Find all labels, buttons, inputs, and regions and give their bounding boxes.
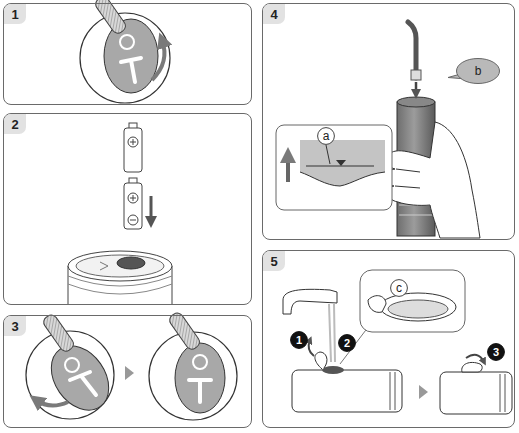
- callout-circle: c: [390, 279, 408, 297]
- lock-mark: [193, 355, 207, 369]
- step-badge: 3: [487, 343, 505, 361]
- step-disc: [339, 335, 356, 352]
- plus-sign: [130, 195, 136, 201]
- plus-mark: [128, 193, 138, 203]
- step-2-art: [68, 123, 172, 304]
- bubble-shape: [457, 59, 500, 84]
- lock-mark: [120, 35, 134, 49]
- callout-letter: a: [323, 130, 330, 142]
- fill-opening: [322, 366, 344, 374]
- minus-mark: [128, 215, 138, 225]
- turn-arrow: [36, 400, 68, 406]
- step-3-art: [26, 311, 237, 421]
- callout-disc: [391, 280, 408, 297]
- lock-mark: [65, 358, 79, 372]
- coin: [93, 0, 127, 35]
- max-line: [306, 166, 374, 167]
- step-number: 3: [493, 347, 499, 358]
- cap-grip: [70, 372, 96, 395]
- callout-circle: a: [317, 127, 335, 145]
- water-stream: [329, 304, 335, 362]
- inset-box: [276, 125, 392, 210]
- device-ridges: [390, 372, 395, 410]
- step-number: 1: [296, 335, 302, 346]
- device-lying: [292, 370, 402, 412]
- battery: [124, 128, 142, 172]
- panel-number: 2: [4, 114, 26, 134]
- panel-number: 3: [4, 316, 26, 336]
- coin-shape: [167, 311, 201, 352]
- battery: [124, 183, 142, 229]
- step-disc: [291, 332, 308, 349]
- step-badge: 2: [338, 334, 356, 352]
- body-top: [68, 251, 172, 281]
- step-badge: 1: [290, 331, 308, 349]
- lid-seal: [388, 300, 448, 318]
- water: [300, 140, 385, 186]
- fill-arrow: [286, 155, 290, 182]
- minus-sign: [130, 220, 136, 221]
- step-panel: 5 c 1 2 3: [262, 250, 515, 428]
- step-5-art: [283, 270, 512, 414]
- step-4-art: [276, 22, 480, 238]
- callout-letter: c: [396, 282, 402, 294]
- coin: [41, 313, 75, 354]
- leader-line: [326, 145, 330, 164]
- body-rim: [76, 255, 164, 277]
- step-1-art: [80, 0, 170, 103]
- next-arrow: [125, 366, 134, 380]
- callout-disc: [318, 128, 335, 145]
- lid-rim: [380, 293, 456, 321]
- battery-cap: [175, 343, 225, 413]
- next-arrow: [419, 385, 428, 399]
- step-disc: [488, 344, 505, 361]
- closing-lid: [462, 362, 482, 372]
- step-panel: 4 a b: [262, 3, 515, 240]
- hand: [385, 122, 480, 238]
- coin: [167, 311, 201, 352]
- attach-arrow: [415, 82, 418, 94]
- inset-box: [360, 270, 465, 332]
- cap-grip: [121, 58, 141, 82]
- tank-edge: [300, 172, 385, 186]
- level-marker: [336, 160, 346, 166]
- callout-bubble: b: [456, 58, 500, 84]
- device-bands: [399, 205, 433, 215]
- open-lid: [315, 352, 327, 369]
- callout-letter: b: [475, 65, 482, 77]
- device-top: [397, 97, 435, 107]
- cap-grip: [189, 380, 211, 402]
- step-number: 2: [344, 338, 350, 349]
- plus-sign: [130, 139, 136, 145]
- turn-arrow: [152, 40, 164, 80]
- step-panel: 2: [3, 113, 252, 305]
- polarity-mark: [100, 262, 108, 270]
- panel-number: 4: [263, 4, 285, 24]
- battery-hole: [117, 257, 145, 269]
- panel-number: 1: [4, 4, 26, 24]
- finger: [368, 296, 386, 313]
- open-arrow: [309, 340, 314, 356]
- coin-shape: [93, 0, 127, 35]
- finger-lines: [395, 169, 420, 188]
- device-ridges: [500, 374, 505, 412]
- plus-mark: [128, 137, 138, 147]
- close-arrow: [466, 355, 484, 362]
- battery-cap: [39, 335, 120, 421]
- insert-arrow: [150, 196, 153, 222]
- step-panel: 1: [3, 3, 252, 105]
- coin-shape: [41, 313, 75, 354]
- thread-lines: [68, 276, 172, 294]
- device-lying: [440, 372, 512, 414]
- panel-number: 5: [263, 251, 285, 271]
- nozzle-base: [411, 70, 421, 80]
- step-panel: 3: [3, 315, 252, 428]
